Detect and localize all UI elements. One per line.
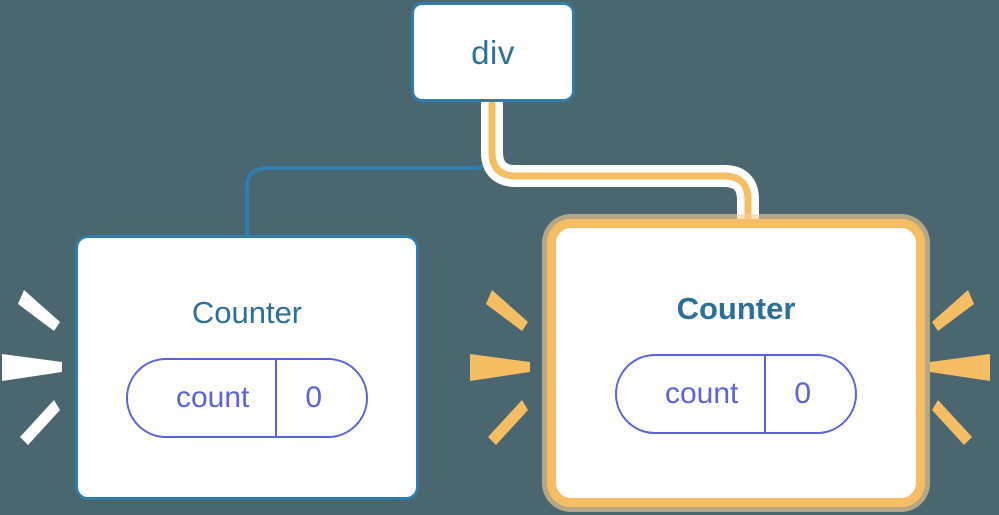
prop-pill-right: count 0 xyxy=(614,353,858,434)
div-node[interactable]: div xyxy=(411,2,575,102)
counter-node-right[interactable]: Counter count 0 xyxy=(547,219,925,507)
prop-value-left: 0 xyxy=(275,360,366,436)
div-node-label: div xyxy=(471,33,515,71)
counter-title-right: Counter xyxy=(676,290,796,326)
burst-rays-left-outer xyxy=(2,290,62,445)
counter-node-left[interactable]: Counter count 0 xyxy=(75,235,419,500)
edge-halo-div-to-counter-right xyxy=(481,93,759,243)
burst-rays-right-outer xyxy=(930,290,990,445)
edge-div-to-counter-left xyxy=(245,102,494,240)
prop-key-left: count xyxy=(175,381,250,414)
prop-value-right: 0 xyxy=(764,355,855,432)
counter-title-left: Counter xyxy=(191,295,303,330)
edge-div-to-counter-right xyxy=(488,100,752,236)
prop-key-right: count xyxy=(664,376,739,410)
burst-rays-right-box-left-side xyxy=(470,290,530,445)
prop-pill-left: count 0 xyxy=(125,358,369,438)
